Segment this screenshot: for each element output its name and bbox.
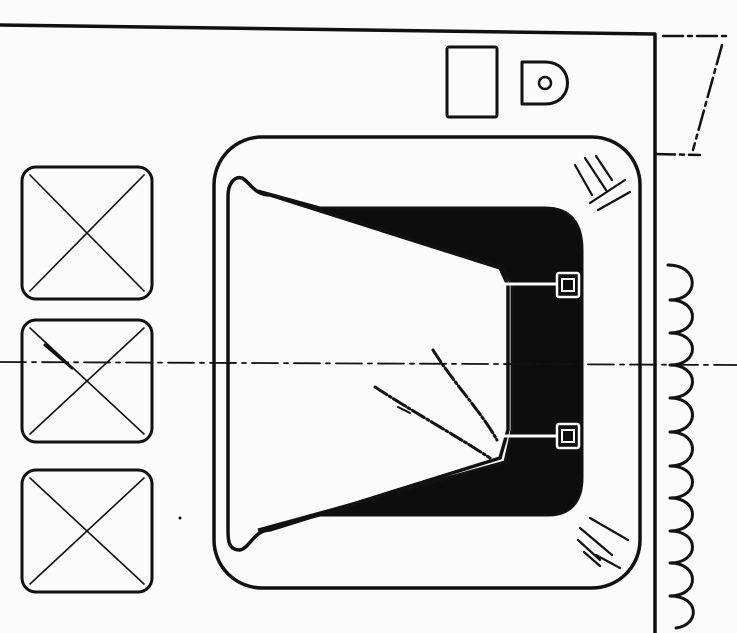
water-stream-lines xyxy=(373,348,499,460)
burner-2 xyxy=(20,318,154,444)
rectangular-switch-icon xyxy=(445,45,499,119)
counter-outline xyxy=(0,23,657,633)
centerline xyxy=(0,361,737,366)
drain-clip-upper xyxy=(503,271,581,299)
sink-basin-dark xyxy=(257,189,584,532)
burner-1 xyxy=(20,165,154,301)
shine-bottom-right xyxy=(576,516,630,570)
wavy-radiator xyxy=(666,263,695,630)
ink-dot xyxy=(178,516,182,520)
sink-basin-light xyxy=(226,175,510,552)
cabinet-edge-bottom xyxy=(653,152,702,157)
drain-clip-lower xyxy=(503,422,581,450)
shine-top-right xyxy=(573,154,632,212)
burner-3 xyxy=(20,468,154,594)
cabinet-edge-diagonal xyxy=(691,43,724,152)
d-shaped-knob-icon xyxy=(520,60,569,106)
